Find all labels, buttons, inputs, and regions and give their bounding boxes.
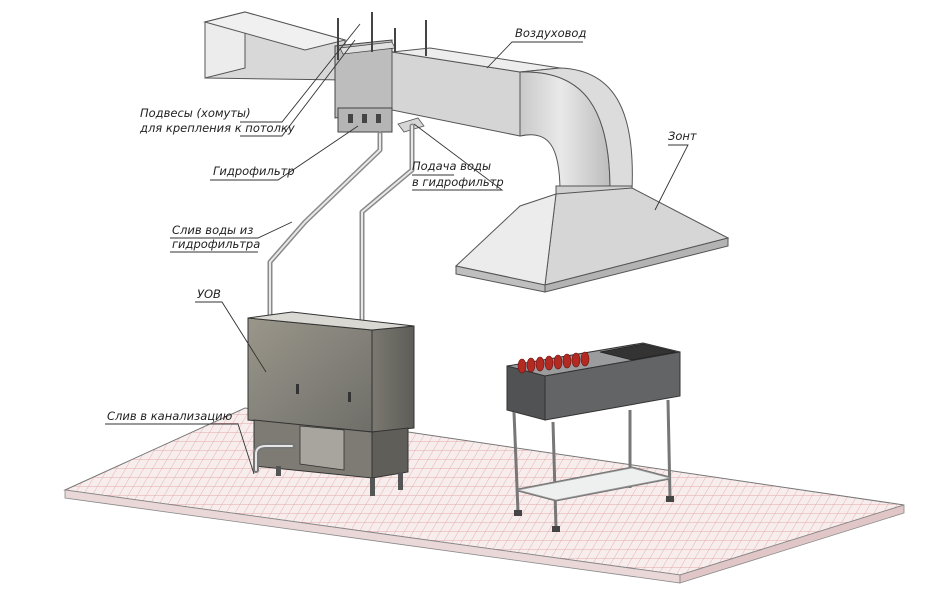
label-drain-from-filter-line2: гидрофильтра — [172, 237, 260, 251]
label-hydrofilter: Гидрофильтр — [213, 164, 295, 178]
label-hangers-line1: Подвесы (хомуты) — [140, 106, 251, 120]
label-water-supply-line2: в гидрофильтр — [412, 175, 504, 189]
label-sewer-drain: Слив в канализацию — [107, 409, 233, 423]
water-pipes — [267, 123, 415, 329]
ceiling-hangers — [337, 12, 427, 60]
skewers — [517, 351, 590, 374]
label-uov: УОВ — [197, 287, 221, 301]
floor — [63, 407, 905, 584]
uov-unit — [247, 311, 415, 496]
label-duct: Воздуховод — [515, 26, 586, 40]
labels: Воздуховод Подвесы (хомуты) для креплени… — [107, 26, 697, 423]
label-hangers-line2: для крепления к потолку — [139, 121, 295, 135]
label-hood: Зонт — [668, 129, 697, 143]
label-water-supply-line1: Подача воды — [412, 159, 491, 173]
brazier — [506, 342, 681, 532]
exhaust-hood — [454, 187, 730, 293]
label-drain-from-filter-line1: Слив воды из — [172, 223, 253, 237]
leader-lines — [105, 23, 689, 475]
air-duct — [203, 11, 633, 197]
